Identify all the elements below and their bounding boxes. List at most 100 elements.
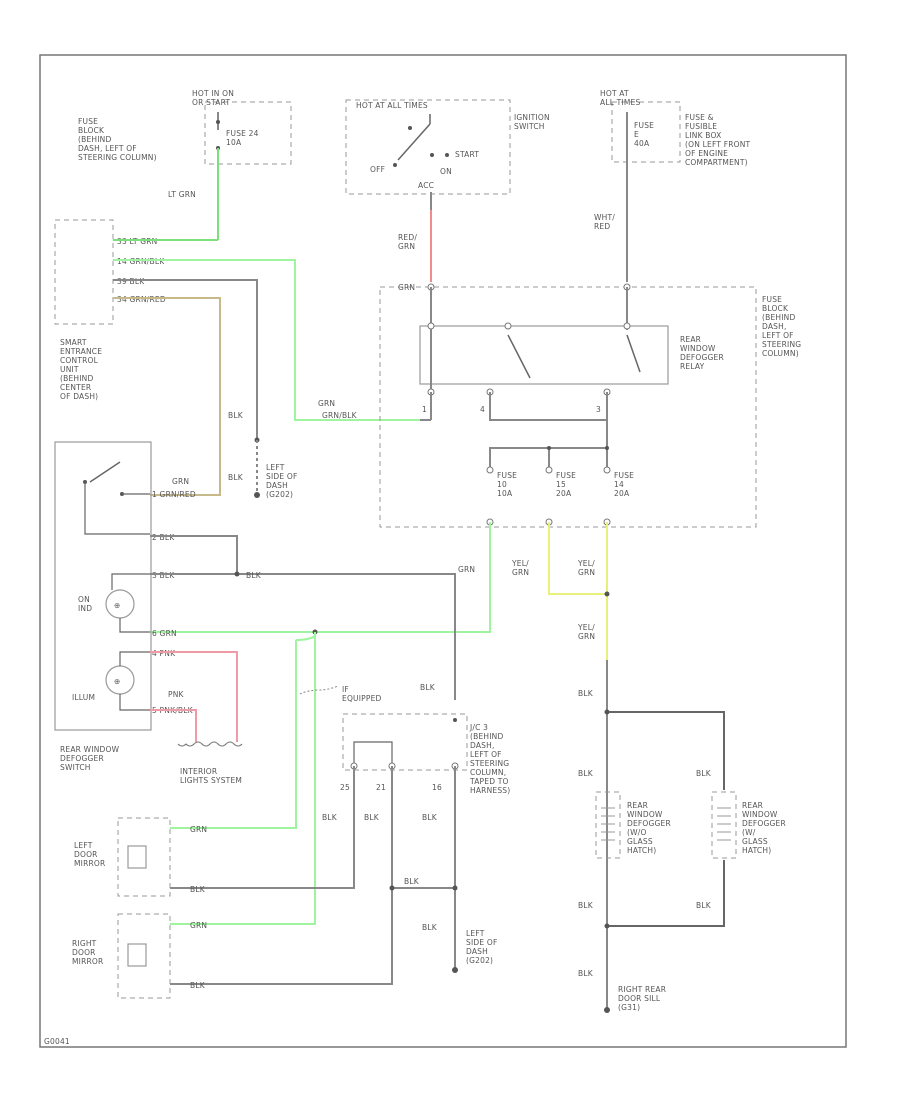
relay-term-1: 1 [422,405,427,414]
ignition-acc: ACC [418,181,434,190]
switch-pin-1: 1 GRN/RED [152,490,196,499]
defogger-w-hatch-box [711,791,737,859]
ignition-switch-blade [397,123,431,161]
smart-unit-pin-39: 39 BLK [117,277,145,286]
defogger-switch-blade [89,461,121,483]
ground-g31 [604,1007,610,1013]
label-blk-9: BLK [422,923,438,932]
wire-label-lt-grn: LT GRN [168,190,196,199]
defogger-wo-hatch-box [595,791,621,859]
lamp-symbol-2: ⊕ [114,677,120,686]
jc3-pin-25: 25 [340,783,350,792]
label-blk-6: BLK [364,813,380,822]
ground-g202-left [254,492,260,498]
wire-grn-fuse10 [150,522,491,633]
switch-pin-3: 3 BLK [152,571,175,580]
ignition-start: START [455,150,479,159]
label-grn-blk-right: GRN/BLK [322,411,358,420]
jc3-pin-16: 16 [432,783,442,792]
lamp-symbol-1: ⊕ [114,601,120,610]
label-blk-1: BLK [228,411,244,420]
label-grn-3: GRN [190,825,207,834]
label-blk-3: BLK [246,571,262,580]
label-blk-2: BLK [228,473,244,482]
right-mirror-heater [127,943,147,967]
label-grn-red: GRN [172,477,189,486]
label-blk-4: BLK [420,683,436,692]
relay-contact-1 [507,334,531,379]
switch-pin-2: 2 BLK [152,533,175,542]
ignition-off: OFF [370,165,385,174]
wire-blk-ground [113,279,258,440]
label-blk-10: BLK [190,885,206,894]
label-grn-top-red: GRN [398,283,415,292]
relay-contact-2 [626,334,641,373]
illum-label: ILLUM [72,693,95,702]
wire-blk-switch [150,573,456,700]
relay-term-4: 4 [480,405,485,414]
left-mirror-heater [127,845,147,869]
fusible-link-box [611,101,681,163]
label-blk-8: BLK [404,877,420,886]
wire-pnk [150,651,238,742]
label-pnk: PNK [168,690,185,699]
defogger-relay-box [419,325,669,385]
label-blk-12: BLK [578,689,594,698]
diagram-frame [39,54,847,1048]
ignition-on: ON [440,167,452,176]
label-grn-1: GRN [318,399,335,408]
label-blk-7: BLK [422,813,438,822]
wire-grn-left-mirror [170,640,297,829]
jc3-pin-21: 21 [376,783,386,792]
relay-term-3: 3 [596,405,601,414]
label-yel-grn-2: YEL/GRN [577,559,595,577]
wire-grn-red [113,297,221,496]
smart-unit-pin-14: 14 GRN/BLK [117,257,165,266]
wire-blk-right-mirror [170,766,393,985]
fuse-block-left-box [204,101,292,165]
label-grn-4: GRN [190,921,207,930]
wire-label-wht-red: WHT/RED [594,213,615,231]
defogger-switch-box [54,441,152,731]
fuse-24-terminal [216,120,220,124]
left-mirror-box [117,817,171,897]
label-blk-11: BLK [190,981,206,990]
label-blk-13: BLK [578,769,594,778]
smart-unit-pin-33: 33 LT GRN [117,237,157,246]
label-blk-17: BLK [578,969,594,978]
wire-grn-right-mirror [170,632,316,925]
smart-unit-pin-34: 34 GRN/RED [117,295,166,304]
switch-pin-6: 6 GRN [152,629,177,638]
wire-blk-left-mirror [170,766,355,889]
ignition-switch-box [345,99,511,195]
fuse-block-right-box [379,286,757,528]
label-blk-5: BLK [322,813,338,822]
switch-pin-4: 4 PNK [152,649,176,658]
smart-unit-box [54,219,114,325]
